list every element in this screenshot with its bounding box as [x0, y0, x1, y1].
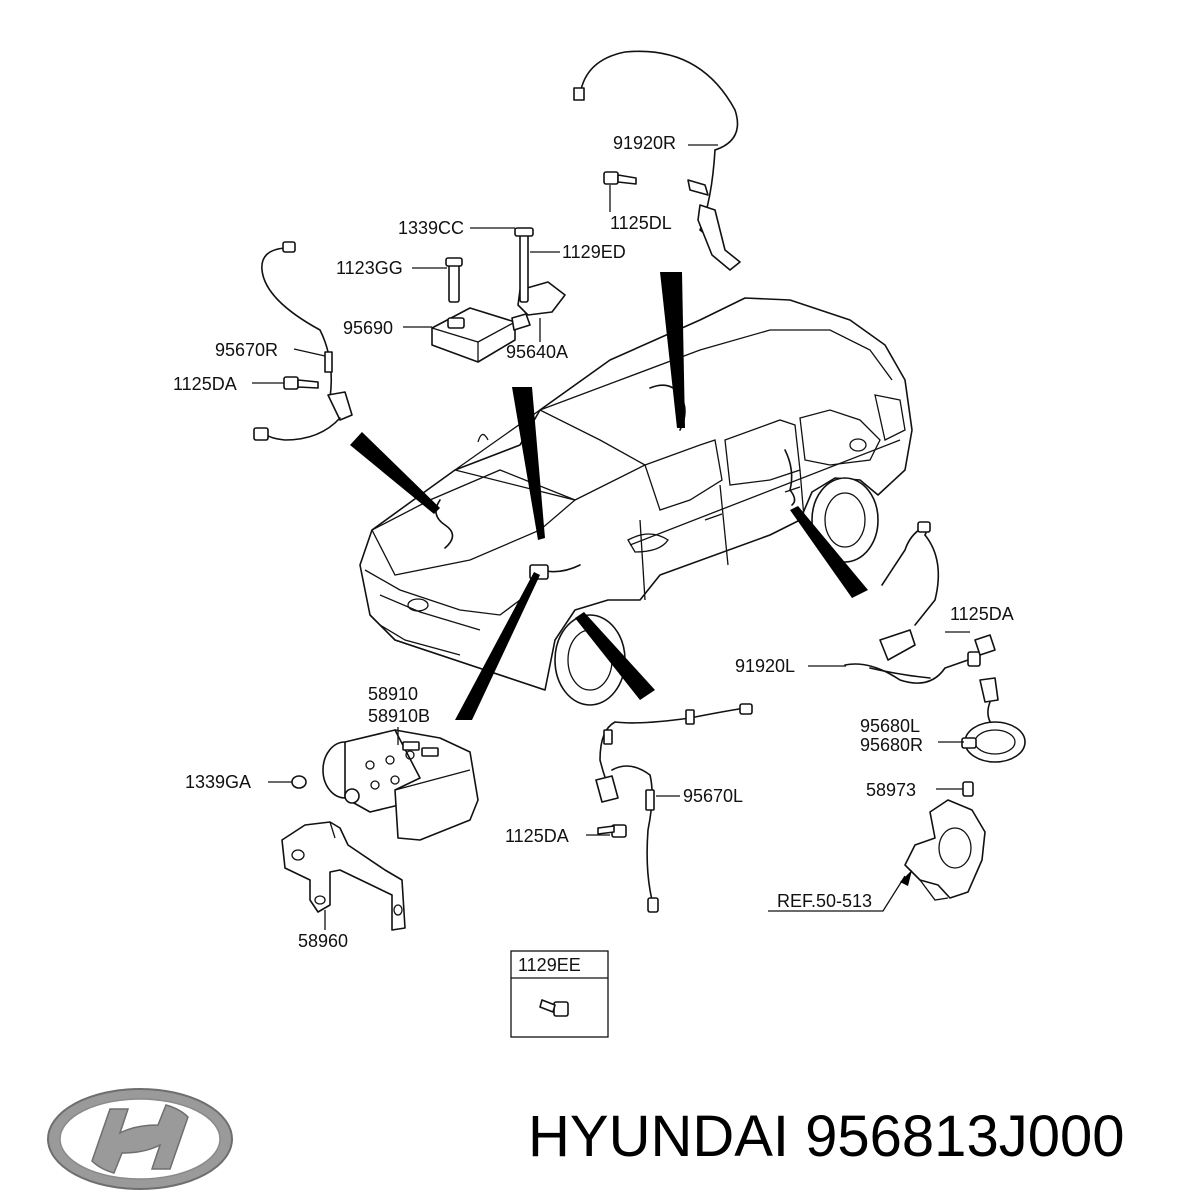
label-1125DA-bottom: 1125DA [505, 826, 569, 846]
callout-pointers [350, 272, 868, 720]
part-labels: 91920R 1125DL 1339CC 1129ED 1123GG 95690… [173, 133, 1014, 975]
label-95680R: 95680R [860, 735, 923, 755]
label-58910: 58910 [368, 684, 418, 704]
label-1339GA: 1339GA [185, 772, 251, 792]
label-1125DL: 1125DL [610, 213, 672, 233]
part-91920R-harness [573, 50, 741, 271]
label-1129EE: 1129EE [518, 955, 581, 975]
label-95640A: 95640A [506, 342, 568, 362]
brand-part-caption: HYUNDAI 956813J000 [528, 1108, 1124, 1166]
label-58973: 58973 [866, 780, 916, 800]
label-ref-50-513: REF.50-513 [777, 891, 872, 911]
part-58960-bracket [281, 821, 406, 931]
label-95670R: 95670R [215, 340, 278, 360]
knuckle-reference [904, 799, 986, 901]
vehicle-illustration [359, 297, 913, 706]
brand-name: HYUNDAI [528, 1104, 790, 1169]
label-95680L: 95680L [860, 716, 920, 736]
part-1339GA-nut [291, 775, 307, 789]
label-1339CC: 1339CC [398, 218, 464, 238]
label-91920R: 91920R [613, 133, 676, 153]
label-1125DA-right: 1125DA [950, 604, 1014, 624]
label-1123GG: 1123GG [336, 258, 403, 278]
part-1129EE-box [510, 950, 609, 1038]
part-95670R-sensor-harness [253, 241, 353, 441]
label-95670L: 95670L [683, 786, 743, 806]
part-91920L-harness [844, 521, 996, 684]
part-95680-sensor [961, 677, 1026, 763]
label-58910B: 58910B [368, 706, 430, 726]
label-95690: 95690 [343, 318, 393, 338]
part-58973-bolt [962, 781, 974, 797]
part-58910-hydraulic-unit [322, 729, 479, 841]
part-number: 956813J000 [805, 1104, 1125, 1169]
hyundai-logo-icon [47, 1088, 233, 1190]
part-95670L-sensor-harness [595, 703, 753, 913]
label-1129ED: 1129ED [562, 242, 626, 262]
label-58960: 58960 [298, 931, 348, 951]
label-91920L: 91920L [735, 656, 795, 676]
part-95640A-sensor [511, 227, 566, 331]
part-95690-control-unit [431, 257, 516, 363]
label-1125DA-top: 1125DA [173, 374, 237, 394]
